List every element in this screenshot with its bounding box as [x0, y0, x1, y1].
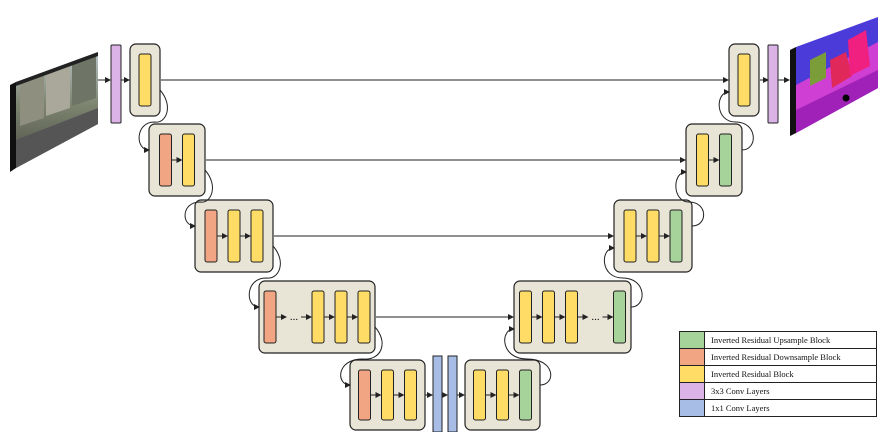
- legend: Inverted Residual Upsample Block Inverte…: [679, 331, 877, 417]
- downsample-block: [159, 133, 172, 187]
- upsample-block: [519, 369, 532, 421]
- downsample-block: [263, 290, 277, 344]
- legend-label: Inverted Residual Upsample Block: [711, 335, 831, 345]
- residual-block: [311, 290, 325, 344]
- ellipsis-text: ...: [591, 311, 600, 323]
- residual-block: [182, 133, 195, 187]
- legend-label: 1x1 Conv Layers: [711, 403, 770, 413]
- residual-block: [138, 53, 152, 107]
- output-image: [790, 17, 878, 136]
- downsample-block: [358, 369, 371, 421]
- downsample-block: [204, 209, 218, 263]
- residual-block: [565, 290, 578, 344]
- conv1x1-layer: [447, 355, 458, 432]
- upsample-path: [675, 169, 705, 227]
- legend-label: Inverted Residual Downsample Block: [711, 352, 841, 362]
- residual-block: [519, 290, 532, 344]
- legend-item-upsample: Inverted Residual Upsample Block: [680, 332, 876, 349]
- residual-block: [646, 209, 660, 263]
- upsample-block: [719, 133, 732, 187]
- legend-swatch-residual: [680, 366, 705, 382]
- residual-block: [496, 369, 509, 421]
- residual-block: [227, 209, 241, 263]
- residual-block: [737, 53, 751, 107]
- legend-swatch-conv3x3: [680, 383, 705, 399]
- residual-block: [357, 290, 371, 344]
- legend-label: Inverted Residual Block: [711, 369, 794, 379]
- residual-block: [381, 369, 394, 421]
- legend-item-residual: Inverted Residual Block: [680, 366, 876, 383]
- residual-block: [473, 369, 486, 421]
- downsample-path: [138, 89, 168, 153]
- conv3x3-layer: [767, 44, 779, 124]
- downsample-path: [340, 326, 383, 388]
- legend-item-conv1x1: 1x1 Conv Layers: [680, 400, 876, 416]
- upsample-block: [669, 209, 683, 263]
- upsample-path: [603, 245, 643, 308]
- residual-block: [334, 290, 348, 344]
- upsample-path: [504, 326, 552, 386]
- ellipsis-text: ...: [290, 311, 299, 323]
- residual-block: [623, 209, 637, 263]
- downsample-path: [184, 169, 213, 229]
- legend-item-downsample: Inverted Residual Downsample Block: [680, 349, 876, 366]
- legend-swatch-upsample: [680, 332, 705, 348]
- conv3x3-layer: [110, 44, 122, 124]
- legend-item-conv3x3: 3x3 Conv Layers: [680, 383, 876, 400]
- residual-block: [542, 290, 555, 344]
- legend-label: 3x3 Conv Layers: [711, 386, 770, 396]
- legend-swatch-downsample: [680, 349, 705, 365]
- residual-block: [404, 369, 417, 421]
- upsample-path: [718, 89, 754, 151]
- residual-block: [250, 209, 264, 263]
- input-image: [10, 52, 98, 172]
- downsample-path: [248, 245, 281, 310]
- legend-swatch-conv1x1: [680, 400, 705, 416]
- conv1x1-layer: [432, 355, 443, 432]
- residual-block: [696, 133, 709, 187]
- upsample-block: [613, 290, 626, 344]
